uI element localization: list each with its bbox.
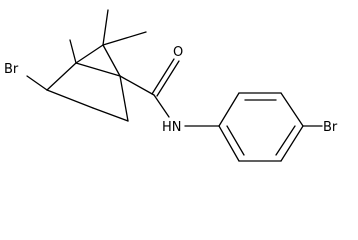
structure-diagram: Br O HN Br: [4, 9, 338, 162]
oxygen-label: O: [173, 45, 183, 60]
bond-carbonyl-to-nitrogen: [153, 94, 170, 118]
ring-bond-4: [280, 125, 304, 162]
amide-nitrogen-label: HN: [162, 120, 182, 135]
bond-bridgehead-to-quaternary: [75, 62, 121, 77]
bond-cgem-methyl-top: [102, 9, 109, 46]
bromine-left-label: Br: [4, 62, 19, 77]
bromophenyl-ring: [218, 92, 323, 162]
bond-carbonyl-double-b: [156, 60, 180, 97]
ring-inner-bond-3: [226, 125, 245, 156]
bromine-right-label: Br: [323, 120, 338, 135]
amide-group: [119, 58, 220, 127]
ring-bond-3: [280, 92, 304, 127]
bond-cgem-methyl-right: [102, 31, 147, 46]
bond-cbr-to-ch2: [46, 89, 94, 109]
bond-carbonyl-double-a: [151, 58, 175, 95]
ring-bond-6: [218, 125, 240, 162]
ring-bond-1: [218, 92, 240, 127]
bond-ch2-to-quaternary: [119, 75, 129, 122]
bond-bridgehead-to-cgem: [75, 44, 104, 64]
bicyclic-core: [26, 9, 147, 122]
bond-bridgehead-methyl: [69, 39, 77, 64]
bond-cbr-bromine: [26, 75, 48, 91]
bond-ch2-to-ch2: [92, 107, 129, 122]
ring-inner-bond-2: [275, 125, 296, 156]
bond-cbr-to-bridgehead: [46, 62, 77, 91]
bond-quaternary-to-carbonyl: [119, 75, 155, 96]
bond-cgem-to-quaternary: [102, 44, 121, 77]
